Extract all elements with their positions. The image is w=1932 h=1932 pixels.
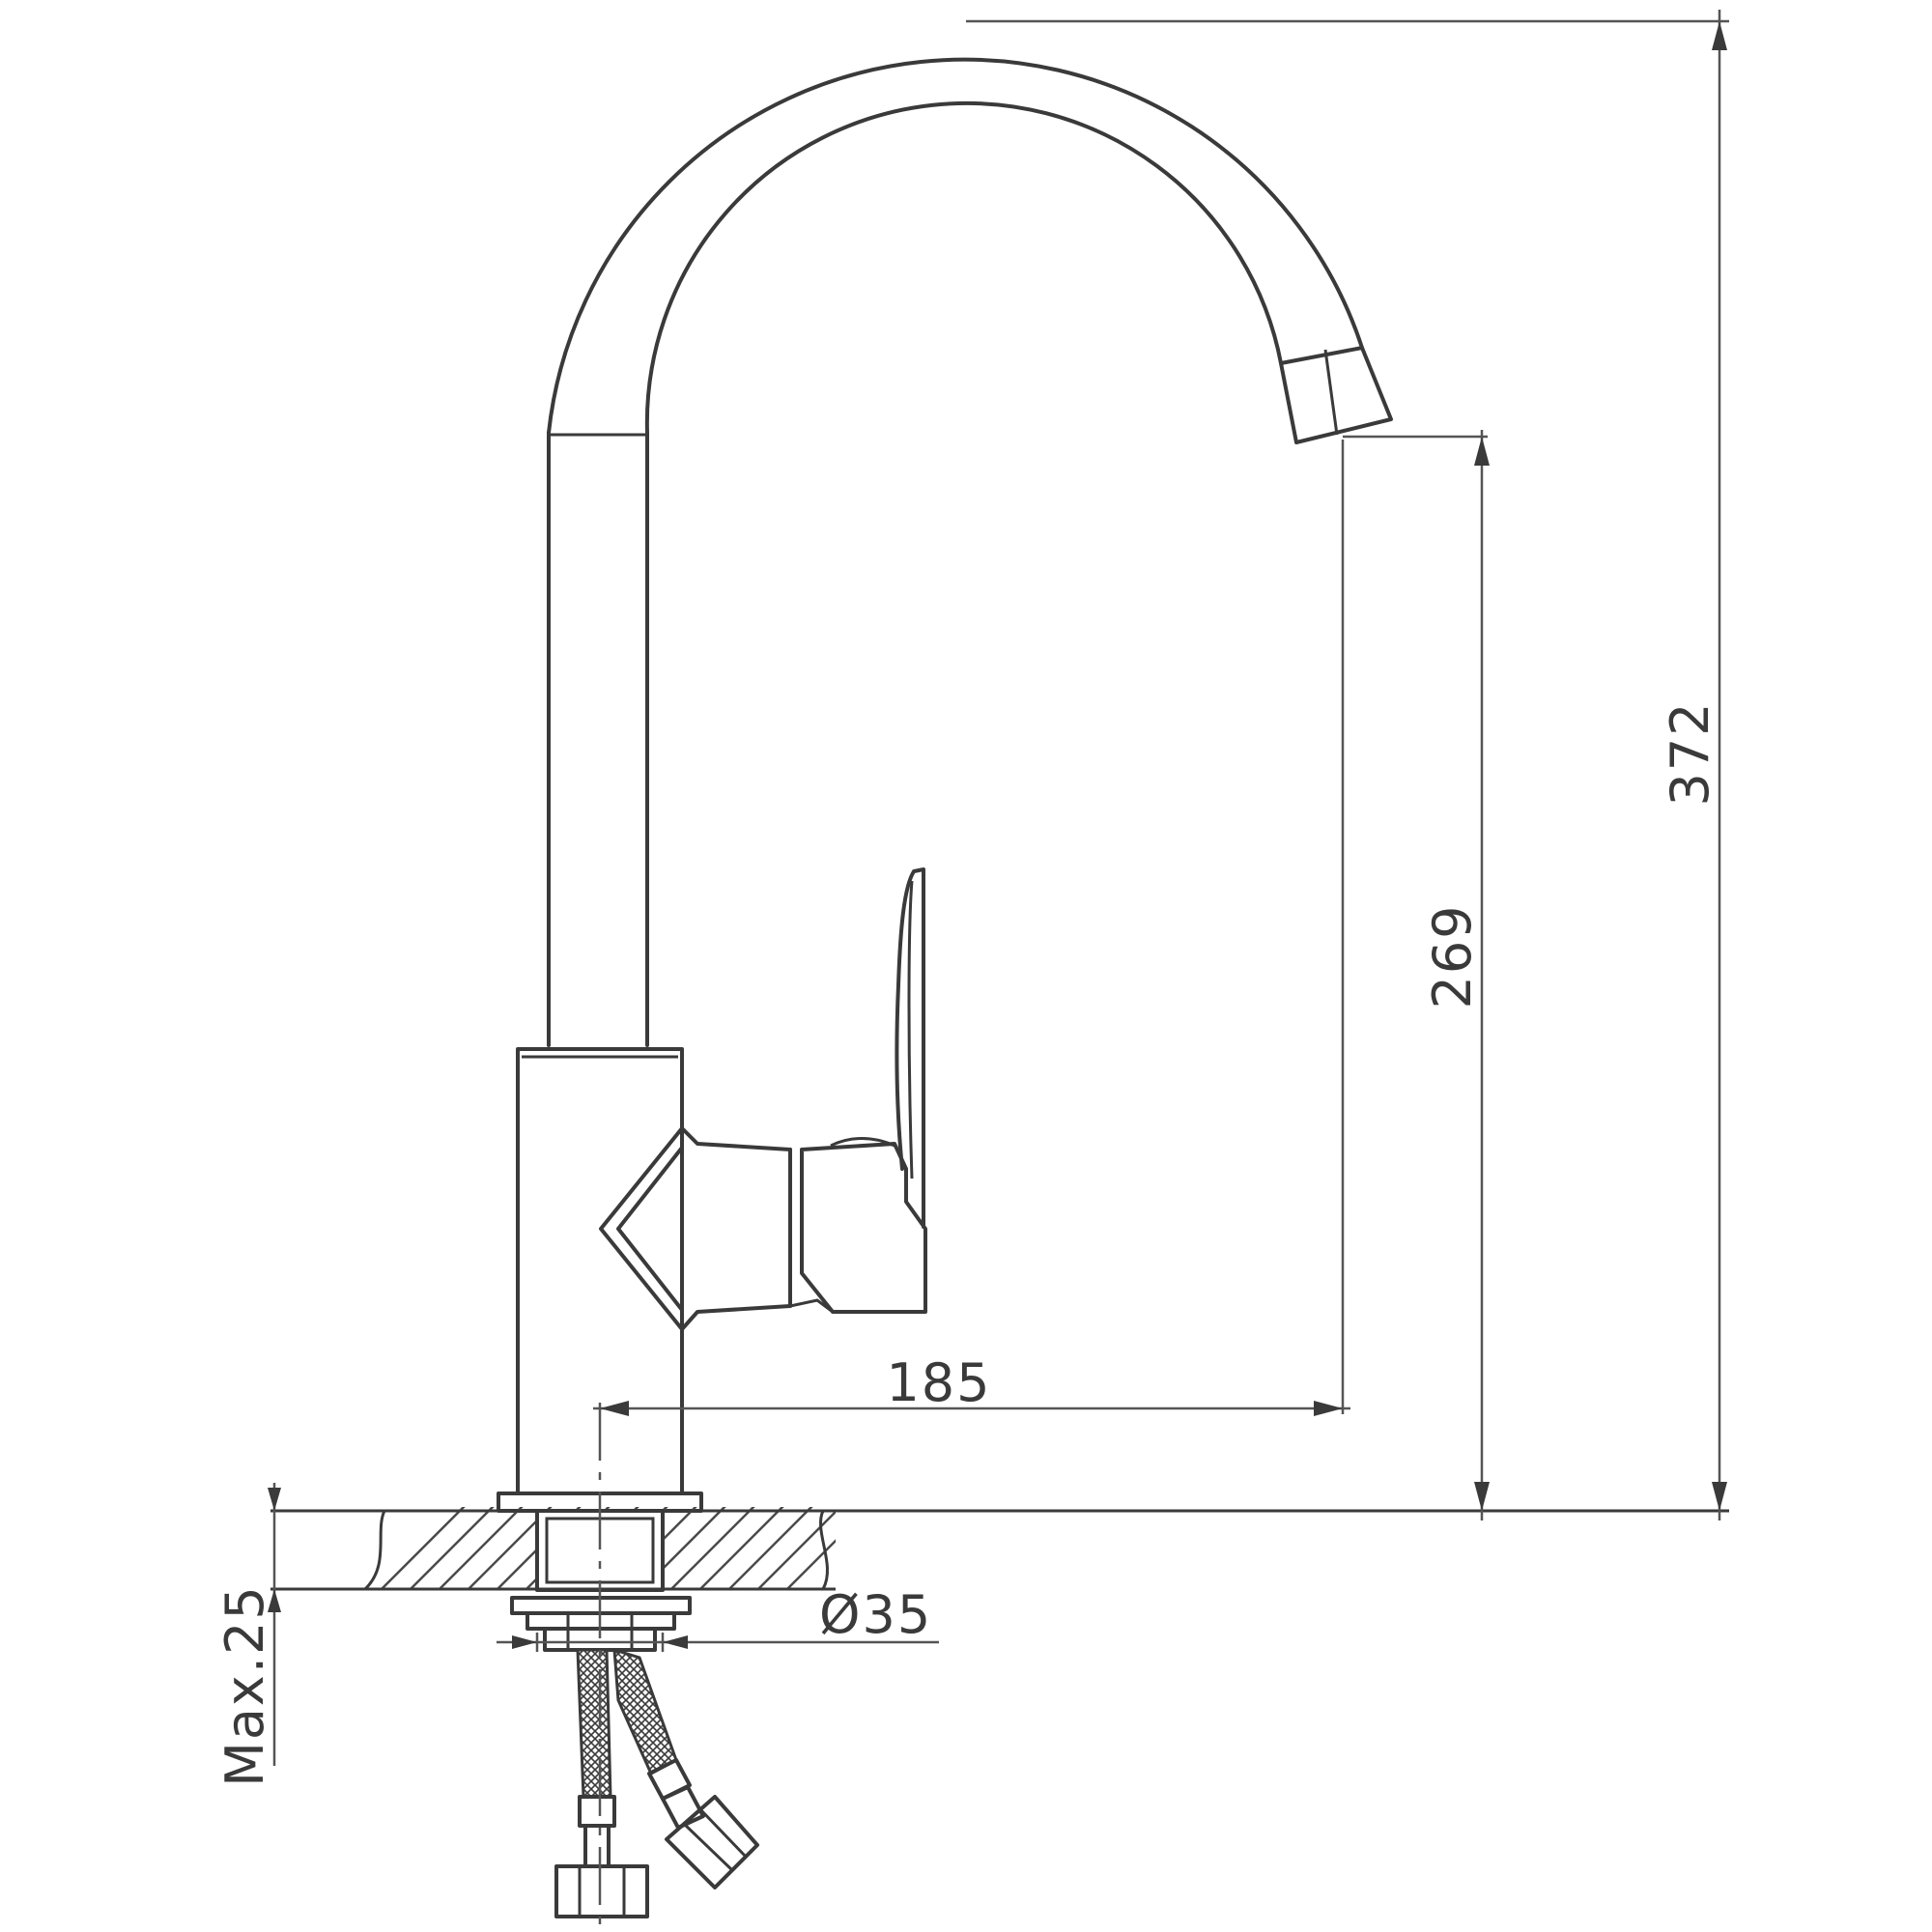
hex-nut-right (665, 1795, 759, 1889)
lever-handle (789, 867, 927, 1314)
countertop-section (270, 1507, 1729, 1591)
dimension-hole-diameter: Ø35 (497, 1584, 939, 1652)
dimension-max-thickness: Max.25 (214, 1483, 281, 1787)
dimension-spout-reach: 185 (593, 440, 1350, 1416)
cartridge-housing (599, 1126, 792, 1331)
dimension-total-height: 372 (966, 10, 1729, 1520)
flexible-hoses (554, 1647, 759, 1918)
dim-372-label: 372 (1660, 700, 1720, 806)
dim-diameter-label: Ø35 (819, 1584, 932, 1645)
dim-max-label: Max.25 (214, 1584, 275, 1787)
dim-185-label: 185 (886, 1352, 991, 1413)
hex-nut-left (554, 1864, 649, 1918)
spout (547, 57, 1393, 1047)
dim-269-label: 269 (1422, 903, 1483, 1009)
dimension-spout-height: 269 (1343, 430, 1490, 1520)
aerator (1279, 346, 1393, 444)
